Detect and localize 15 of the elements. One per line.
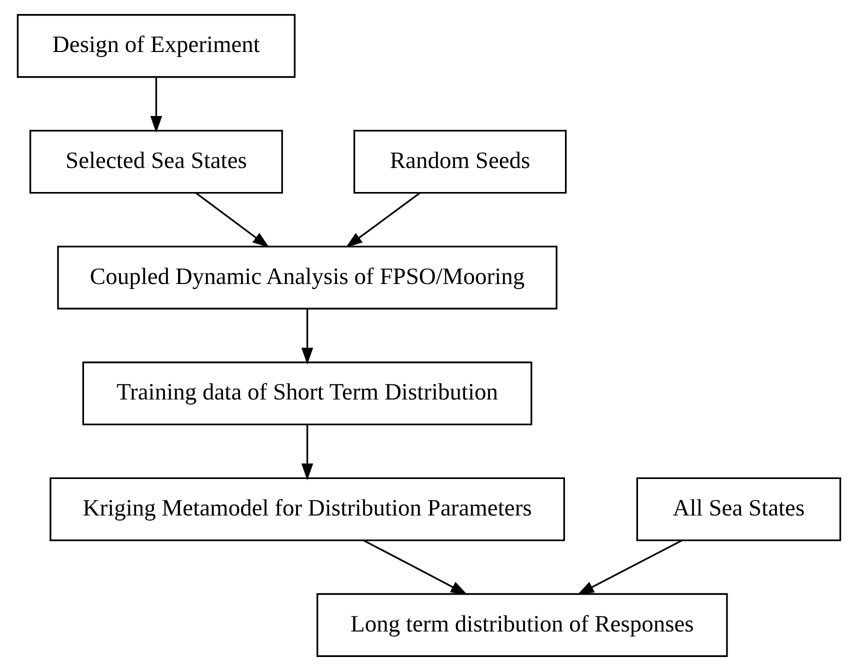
node-box: Training data of Short Term Distribution [82, 362, 532, 426]
node-box: Design of Experiment [16, 14, 296, 78]
node-box: Kriging Metamodel for Distribution Parameters [49, 477, 564, 542]
arrow [150, 77, 162, 133]
node-box: Selected Sea States [28, 130, 282, 194]
arrow [300, 424, 313, 480]
node-box: Long term distribution of Responses [316, 593, 728, 657]
node-box: All Sea States [636, 477, 841, 542]
arrow [300, 308, 313, 365]
arrow [576, 540, 682, 595]
arrow [194, 192, 269, 248]
node-box: Random Seeds [352, 130, 566, 194]
node-box: Coupled Dynamic Analysis of FPSO/Mooring [56, 246, 557, 310]
arrow [362, 540, 468, 595]
arrow [345, 192, 420, 248]
